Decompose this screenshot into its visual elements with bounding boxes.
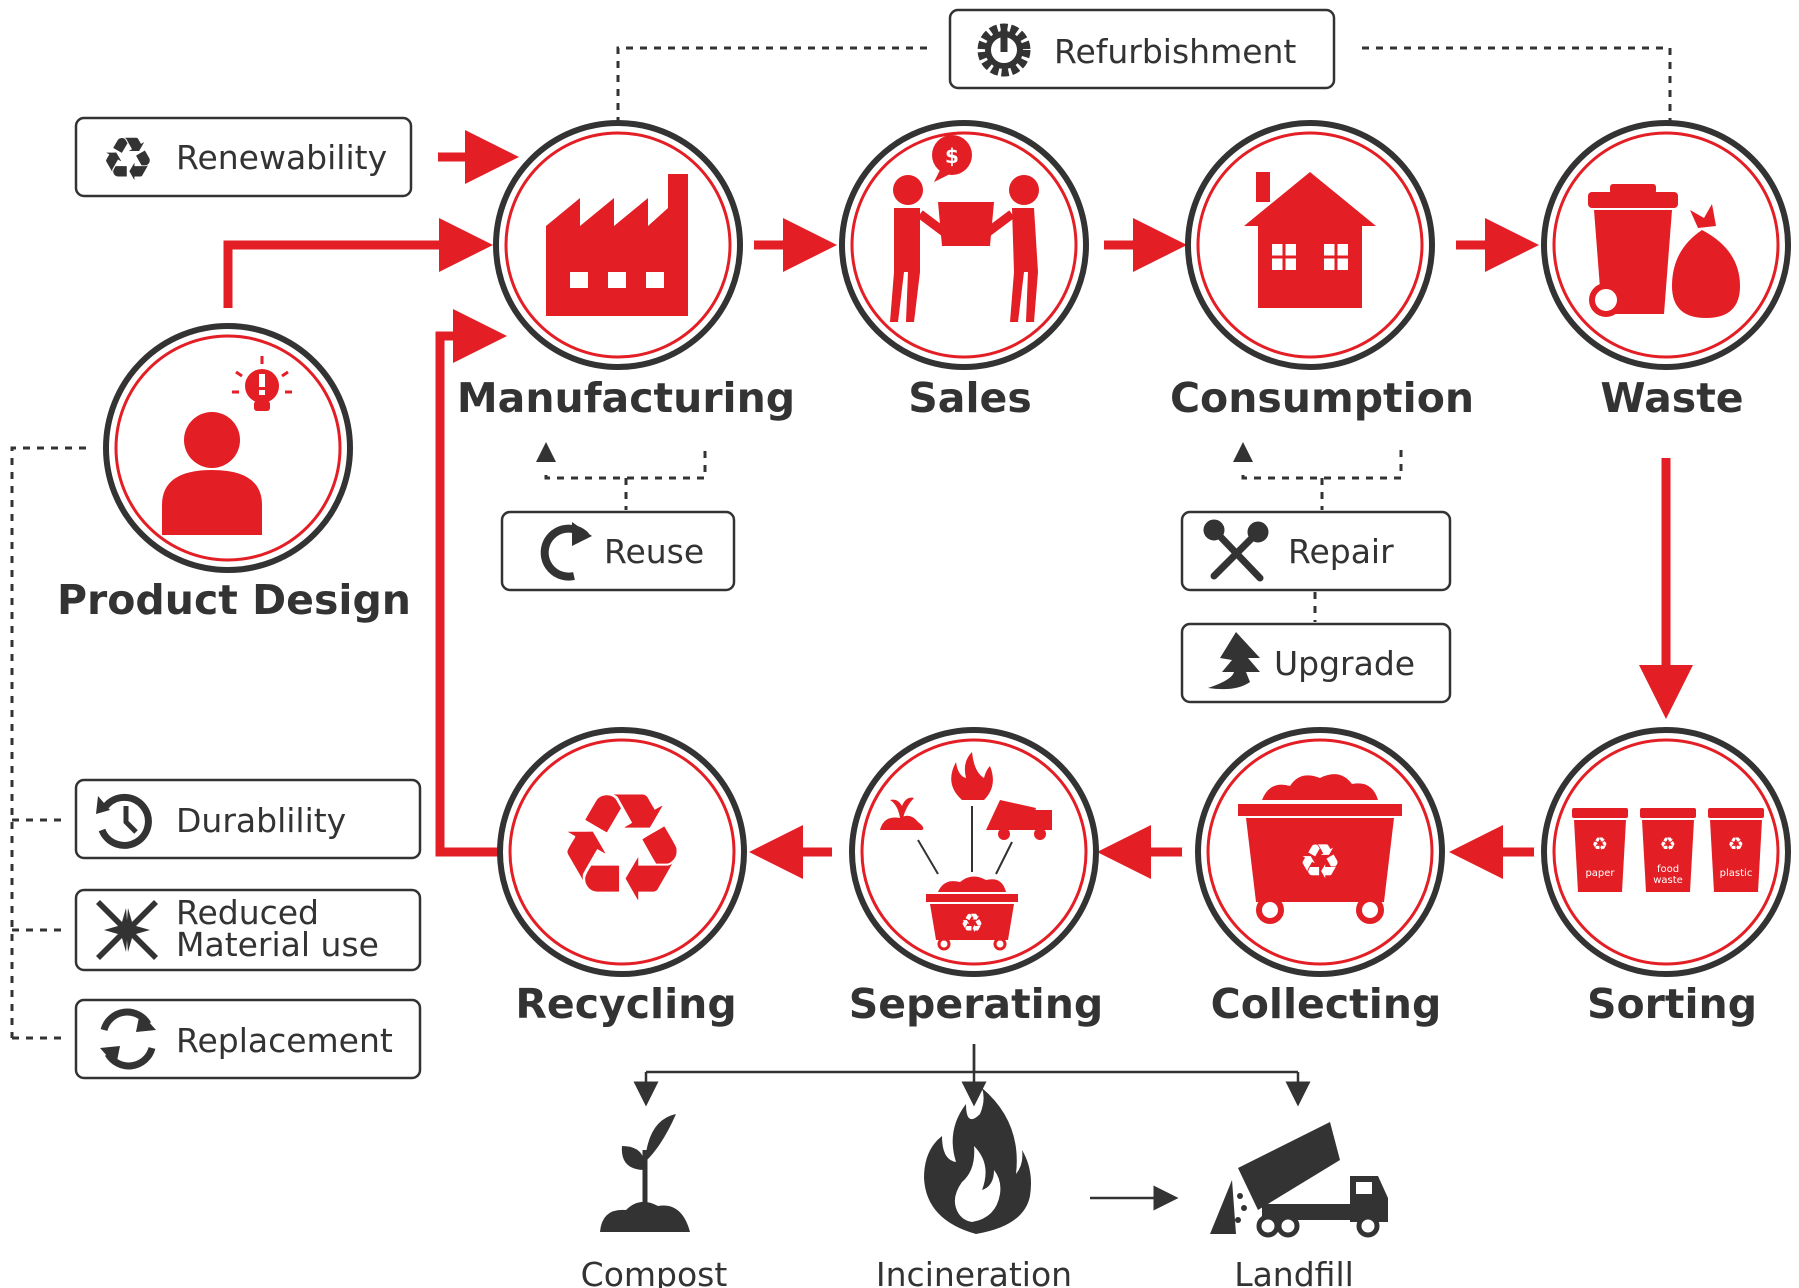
label-sorting: Sorting (1587, 980, 1757, 1028)
swap-arrows-icon (100, 1008, 156, 1070)
svg-text:♻: ♻ (960, 909, 983, 939)
stage-product-design (103, 323, 353, 573)
flow-arrows (223, 130, 1693, 879)
refurbishment-box: Refurbishment (948, 8, 1336, 90)
house-icon (1244, 172, 1376, 308)
tools-icon (1203, 519, 1269, 582)
reduced-label-line2: Material use (176, 925, 379, 964)
separation-icon: ♻ (880, 752, 1052, 951)
svg-text:♻: ♻ (1660, 834, 1676, 855)
stage-seperating: ♻ (849, 727, 1099, 977)
label-waste: Waste (1600, 374, 1743, 422)
dotted-connectors (10, 46, 1672, 1040)
upgrade-label: Upgrade (1274, 644, 1415, 683)
repair-box: Repair (1180, 510, 1452, 592)
repair-label: Repair (1288, 532, 1394, 571)
reduced-material-box: Reduced Material use (74, 888, 422, 972)
replacement-label: Replacement (176, 1021, 393, 1060)
landfill-label: Landfill (1234, 1255, 1354, 1288)
svg-text:♻: ♻ (1592, 834, 1608, 855)
compost-plant-icon (600, 1114, 690, 1232)
reuse-label: Reuse (604, 532, 704, 571)
gear-power-icon (977, 23, 1031, 77)
stage-consumption (1185, 120, 1435, 370)
stage-sorting: ♻ ♻ ♻ paper food waste plastic (1541, 727, 1791, 977)
repair-arrowhead (1233, 442, 1253, 462)
arrow-recycling-to-manufacturing (435, 309, 507, 857)
stage-recycling: ♻ (497, 727, 747, 977)
durability-label: Durablility (176, 801, 346, 840)
label-recycling: Recycling (515, 980, 736, 1028)
label-sales: Sales (908, 374, 1031, 422)
stage-collecting: ♻ (1195, 727, 1445, 977)
dumpster-icon: ♻ (1238, 774, 1402, 924)
outcome-landfill: Landfill (1210, 1122, 1388, 1288)
refurbishment-connector-right (1362, 46, 1672, 122)
outcome-branches (633, 1044, 1311, 1211)
renewability-box: ♻ Renewability (74, 116, 413, 198)
dump-truck-icon (1210, 1122, 1388, 1238)
svg-text:♻: ♻ (1298, 834, 1341, 890)
people-exchange-icon: $ (890, 135, 1039, 322)
seperating-circle (849, 727, 1099, 977)
label-consumption: Consumption (1170, 374, 1474, 422)
clock-history-icon (96, 793, 152, 849)
svg-text:♻: ♻ (1728, 834, 1744, 855)
person-lightbulb-icon (162, 356, 292, 535)
factory-icon (546, 174, 688, 316)
bin-label-food: food (1657, 864, 1679, 875)
stage-manufacturing (493, 120, 743, 370)
renewability-label: Renewability (176, 138, 387, 177)
repair-connector (1241, 447, 1403, 480)
recycle-icon: ♻ (555, 762, 689, 936)
design-strategies-connector (10, 446, 86, 1038)
svg-text:$: $ (945, 144, 959, 168)
compost-label: Compost (581, 1255, 728, 1288)
stage-sales: $ (839, 120, 1089, 370)
sorting-bins-icon: ♻ ♻ ♻ paper food waste plastic (1572, 808, 1764, 892)
bin-label-waste: waste (1653, 875, 1683, 886)
arrow-design-to-manufacturing (223, 218, 493, 308)
incineration-label: Incineration (876, 1255, 1072, 1288)
label-seperating: Seperating (849, 980, 1104, 1028)
reuse-box: Reuse (500, 510, 736, 592)
outcome-incineration: Incineration (876, 1088, 1072, 1288)
stage-labels: Product Design Manufacturing Sales Consu… (57, 374, 1757, 1028)
upgrade-box: Upgrade (1180, 622, 1452, 704)
outcome-compost: Compost (581, 1114, 728, 1288)
trash-bin-bag-icon (1588, 184, 1740, 318)
reduced-label-line1: Reduced (176, 893, 319, 932)
label-collecting: Collecting (1211, 980, 1442, 1028)
refurbishment-connector-left (616, 46, 927, 122)
fire-icon (924, 1088, 1031, 1234)
replacement-box: Replacement (74, 998, 422, 1080)
refurbishment-label: Refurbishment (1054, 32, 1296, 71)
label-product-design: Product Design (57, 576, 411, 624)
label-manufacturing: Manufacturing (457, 374, 795, 422)
durability-box: Durablility (74, 778, 422, 860)
recycle-small-icon: ♻ (101, 125, 155, 195)
reuse-connector (544, 447, 707, 480)
compress-arrows-icon (96, 900, 158, 960)
bin-label-paper: paper (1585, 868, 1615, 879)
recycling-circle (497, 727, 747, 977)
stage-waste (1541, 120, 1791, 370)
reuse-arrowhead (536, 442, 556, 462)
bin-label-plastic: plastic (1720, 868, 1753, 879)
upgrade-arrow-icon (1208, 632, 1260, 690)
